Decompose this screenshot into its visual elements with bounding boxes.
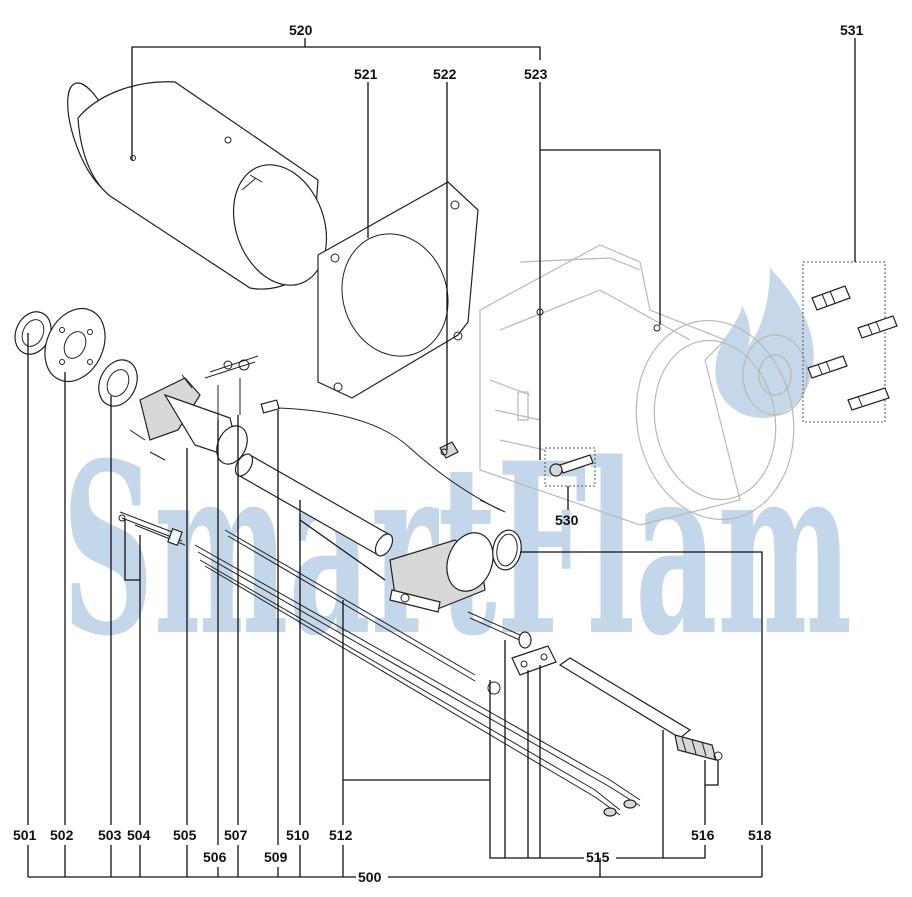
label-515: 515 <box>586 849 610 865</box>
part-531-nozzles <box>802 261 898 423</box>
nozzle-holder <box>389 532 494 613</box>
burner-housing <box>479 244 808 526</box>
label-503: 503 <box>98 827 122 843</box>
label-521: 521 <box>354 66 378 82</box>
label-504: 504 <box>127 827 151 843</box>
part-521-gasket <box>317 181 479 399</box>
part-505-head <box>129 374 248 465</box>
label-505: 505 <box>173 827 197 843</box>
nozzle <box>857 315 898 339</box>
part-516-pump-shaft <box>558 657 723 761</box>
part-507-electrode <box>204 355 259 420</box>
label-530: 530 <box>555 512 579 528</box>
label-531: 531 <box>840 22 864 38</box>
label-518: 518 <box>748 827 772 843</box>
watermark: SmartFlam <box>62 268 852 688</box>
part-502-diffuser <box>44 307 106 383</box>
flame-icon <box>715 268 814 419</box>
part-522-screw <box>439 441 459 459</box>
part-509-cable <box>260 399 506 513</box>
part-515-pump-parts <box>467 611 557 695</box>
part-510-tube <box>234 453 394 557</box>
label-501: 501 <box>13 827 37 843</box>
part-labels: 520 521 522 523 531 530 501 502 503 504 … <box>13 22 864 885</box>
label-507: 507 <box>224 827 248 843</box>
label-500: 500 <box>358 869 382 885</box>
label-520: 520 <box>289 22 313 38</box>
part-520-burner-tube <box>67 81 328 290</box>
label-523: 523 <box>524 66 548 82</box>
part-530-bolt <box>544 447 596 487</box>
leader-lines <box>27 38 856 878</box>
label-509: 509 <box>264 849 288 865</box>
nozzle <box>847 387 890 411</box>
nozzle <box>811 285 851 311</box>
label-510: 510 <box>286 827 310 843</box>
part-503-flange <box>98 359 138 407</box>
part-504-ignition-electrodes <box>118 511 186 547</box>
label-512: 512 <box>329 827 353 843</box>
label-516: 516 <box>691 827 715 843</box>
part-512-oil-lines <box>194 529 641 817</box>
label-502: 502 <box>50 827 74 843</box>
nozzle <box>807 355 848 379</box>
label-506: 506 <box>203 849 227 865</box>
label-522: 522 <box>433 66 457 82</box>
